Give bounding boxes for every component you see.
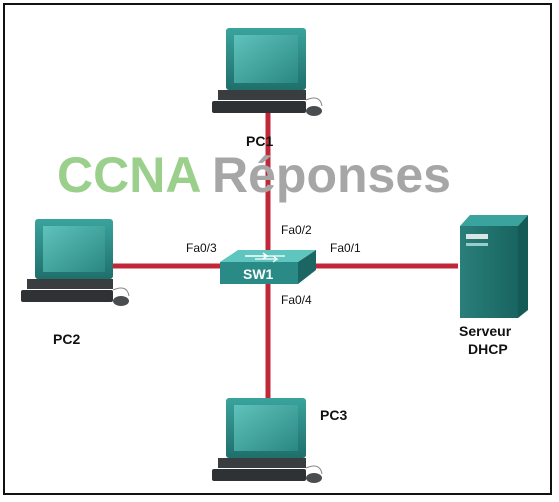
pc2-label: PC2 (53, 331, 80, 347)
port-label-fa0-2: Fa0/2 (281, 223, 312, 237)
switch-sw1[interactable] (220, 250, 316, 284)
pc1-device[interactable] (212, 28, 323, 116)
pc3-label: PC3 (320, 407, 347, 423)
watermark-ccna: CCNA (57, 147, 201, 203)
port-label-fa0-4: Fa0/4 (281, 293, 312, 307)
server-device[interactable] (460, 215, 528, 318)
port-label-fa0-1: Fa0/1 (330, 241, 361, 255)
server-label-line1: Serveur (459, 323, 512, 339)
desktop-pc-icon (212, 398, 323, 483)
watermark-reponses: Réponses (212, 147, 451, 203)
port-label-fa0-3: Fa0/3 (186, 241, 217, 255)
desktop-pc-icon (212, 28, 323, 116)
switch-icon (220, 250, 316, 284)
switch-label: SW1 (243, 266, 274, 282)
pc3-device[interactable] (212, 398, 323, 483)
pc2-device[interactable] (21, 219, 130, 306)
server-icon (460, 215, 528, 318)
desktop-pc-icon (21, 219, 130, 306)
server-label-line2: DHCP (468, 341, 508, 357)
pc1-label: PC1 (246, 133, 273, 149)
